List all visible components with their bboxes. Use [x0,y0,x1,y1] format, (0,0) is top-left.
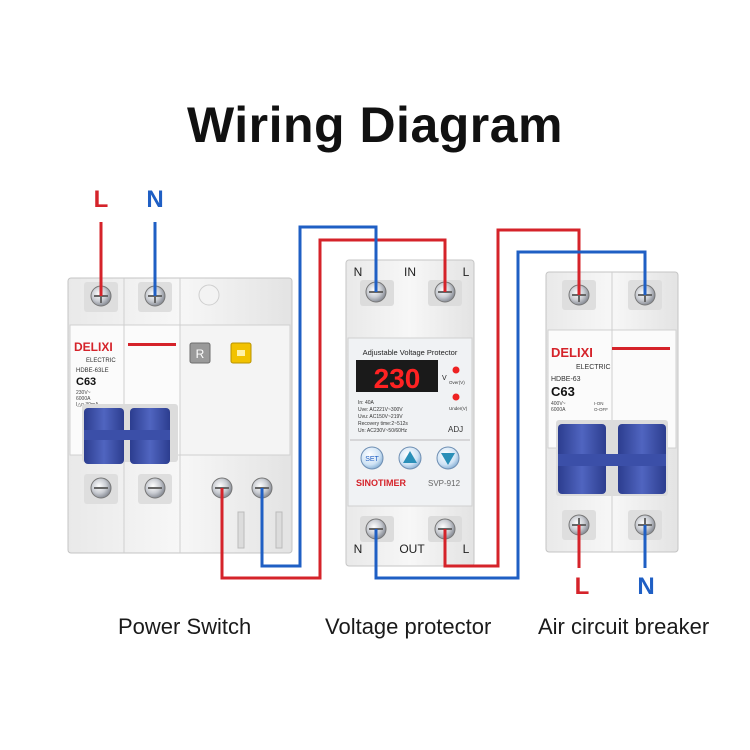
vp-spec-4: Recovery time:2~512s [358,421,408,427]
vp-set-button[interactable] [360,446,384,470]
reset-button-icon [237,350,245,356]
voltage-protector: N IN L Adjustable Voltage Protector 230 … [345,259,475,567]
vp-bottom-terminal-n: N [354,542,363,556]
vp-spec-1: In: 40A [358,400,375,406]
wire-live-protector-to-breaker [443,228,581,568]
vp-under-led [452,393,460,401]
vp-top-terminal-l: L [463,265,470,279]
caption-air-breaker: Air circuit breaker [538,614,710,639]
test-button[interactable] [189,342,211,364]
vp-top-terminal-in: IN [404,265,416,279]
test-button-icon: R [196,347,205,361]
air-breaker-states: I-ON O-OFF [594,401,608,412]
arrow-down-icon [441,453,455,465]
air-breaker-rating: C63 [551,384,575,399]
vp-over-led [452,366,460,374]
vp-brand: SINOTIMER [356,478,407,488]
page-title: Wiring Diagram [186,97,564,153]
input-label-neutral: N [146,186,163,213]
vp-spec-3: Uvu: AC150V~219V [358,414,403,420]
vp-spec-2: Uve: AC221V~300V [358,407,403,413]
vp-over-label: Over(V) [449,380,465,385]
output-label-live: L [575,573,590,600]
vp-display-value: 230 [374,363,421,394]
power-switch-brand: DELIXI [74,340,113,354]
input-label-live: L [94,186,109,213]
vp-display-unit: V [442,375,447,382]
air-breaker-spec-line-1: 400V~ [551,401,566,407]
output-label-neutral: N [637,573,654,600]
air-breaker-state-off: O-OFF [594,407,608,412]
vp-display [356,360,438,392]
air-breaker-brand: DELIXI [551,345,593,360]
vp-model: SVP-912 [428,479,461,488]
arrow-up-icon [403,451,417,463]
power-switch-spec-line-1: 230V~ [76,390,91,396]
vp-bottom-terminal-out: OUT [399,542,425,556]
air-circuit-breaker: DELIXI ELECTRIC HDBE-63 C63 400V~ 6000A … [545,271,679,553]
air-breaker-specs: 400V~ 6000A [551,401,567,413]
power-switch: DELIXI ELECTRIC HDBE-63LE C63 230V~ 6000… [67,277,293,554]
vp-top-terminal-n: N [354,265,363,279]
wire-neutral-protector-to-breaker [374,250,647,580]
air-breaker-subbrand: ELECTRIC [576,364,611,371]
power-switch-model: HDBE-63LE [76,368,109,374]
power-switch-rating: C63 [76,376,96,388]
wire-live-switch-to-protector [220,238,447,580]
vp-spec-5: Un: AC230V~50/60Hz [358,428,408,434]
air-breaker-model: HDBE-63 [551,376,581,383]
vp-adj-label: ADJ [448,425,463,434]
air-breaker-state-on: I-ON [594,401,604,406]
air-breaker-spec-line-2: 6000A [551,407,566,413]
wires [99,222,647,580]
power-switch-spec-line-2: 6000A [76,396,91,402]
vp-set-label: SET [365,456,379,463]
power-switch-subbrand: ELECTRIC [86,358,116,364]
vp-panel-title: Adjustable Voltage Protector [363,348,458,357]
wire-neutral-switch-to-protector [260,225,378,568]
caption-power-switch: Power Switch [118,614,252,639]
caption-voltage-protector: Voltage protector [325,614,492,639]
vp-under-label: Under(V) [449,406,468,411]
vp-bottom-terminal-l: L [463,542,470,556]
